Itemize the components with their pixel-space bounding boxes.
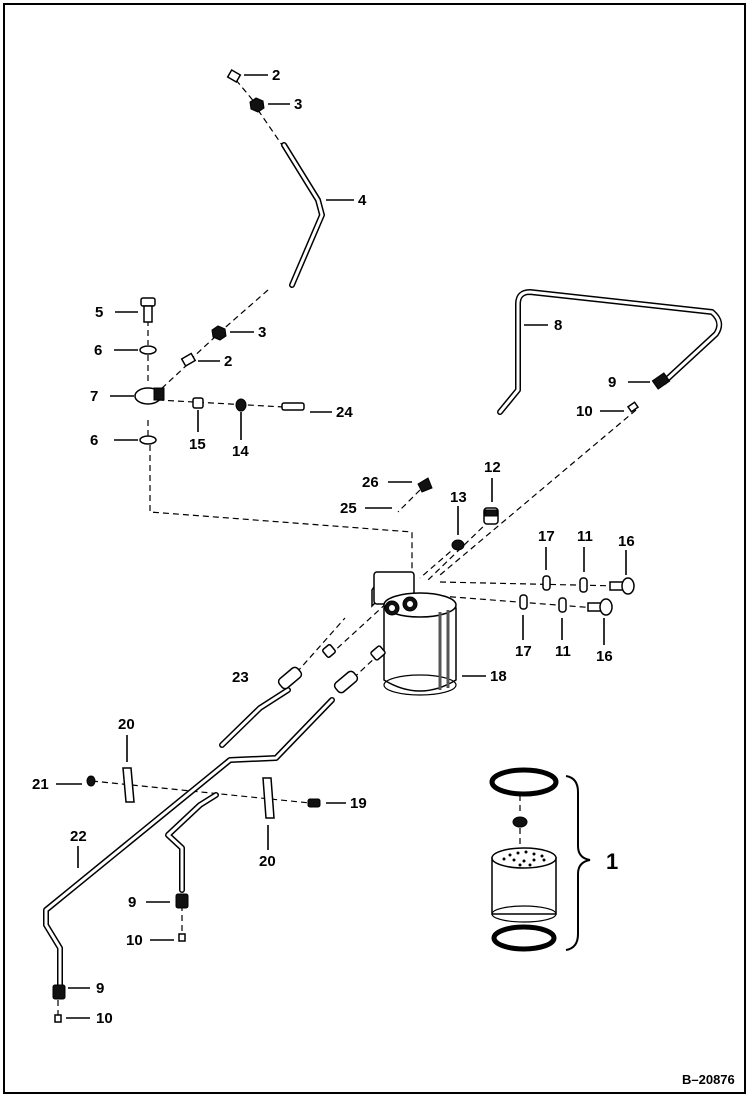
washer-part-6-bottom	[139, 435, 157, 445]
seal-ring-top	[489, 767, 559, 797]
clamp-part-20-left	[122, 767, 135, 803]
filter-element-kit-part-1	[489, 767, 591, 952]
washer-part-17-upper	[542, 575, 551, 591]
callout-20-right: 20	[259, 853, 276, 870]
filter-element	[491, 847, 557, 923]
sleeve-part-2-middle	[180, 352, 197, 367]
callout-6-bottom: 6	[90, 432, 98, 449]
callout-11-upper: 11	[577, 528, 593, 545]
callout-14: 14	[232, 443, 249, 460]
callout-19: 19	[350, 795, 367, 812]
seal-small	[512, 816, 528, 828]
callout-3-middle: 3	[258, 324, 266, 341]
callout-9-middle: 9	[128, 894, 136, 911]
callout-10-middle: 10	[126, 932, 143, 949]
tube-part-24	[281, 402, 305, 411]
callout-26: 26	[362, 474, 379, 491]
banjo-fitting-part-7	[134, 387, 165, 405]
callout-10-bottom: 10	[96, 1010, 113, 1027]
callout-17-upper: 17	[538, 528, 555, 545]
washer-part-6-top	[139, 345, 157, 355]
sleeve-near-filter-a	[322, 644, 336, 658]
callout-12: 12	[484, 459, 501, 476]
sleeve-part-15	[192, 397, 204, 409]
fitting-part-9-top	[651, 372, 671, 390]
seal-ring-bottom	[491, 924, 557, 952]
callout-24: 24	[336, 404, 353, 421]
callout-22: 22	[70, 828, 87, 845]
callout-25: 25	[340, 500, 357, 517]
callout-21: 21	[32, 776, 49, 793]
sleeve-part-10-top	[626, 401, 640, 413]
sleeve-near-filter-b	[370, 645, 386, 661]
leader-lines	[56, 74, 650, 1019]
sleeve-part-10-middle	[178, 933, 186, 942]
clamp-part-20-right	[262, 777, 275, 819]
callout-20-left: 20	[118, 716, 135, 733]
callout-11-lower: 11	[555, 643, 571, 660]
callout-8: 8	[554, 317, 562, 334]
callout-9-bottom: 9	[96, 980, 104, 997]
callout-15: 15	[189, 436, 206, 453]
sleeve-part-2-top	[226, 69, 242, 83]
fitting-part-9-bottom	[52, 984, 66, 1000]
washer-part-17-lower	[519, 594, 528, 610]
callout-16-lower: 16	[596, 648, 613, 665]
sleeve-part-10-bottom	[54, 1014, 62, 1023]
callout-2-middle: 2	[224, 353, 232, 370]
washer-part-11-upper	[579, 577, 588, 593]
callout-5: 5	[95, 304, 103, 321]
callout-6-top: 6	[94, 342, 102, 359]
bolt-part-16-upper	[609, 577, 635, 595]
figure-reference: B–20876	[682, 1072, 735, 1087]
callout-16-upper: 16	[618, 533, 635, 550]
callout-13: 13	[450, 489, 467, 506]
nut-part-3-top	[249, 97, 265, 113]
fitting-near-filter-b	[333, 670, 359, 694]
fuel-line-23	[165, 687, 291, 893]
assembly-dashed-lines	[57, 79, 637, 1015]
diagram-border	[3, 3, 746, 1094]
washer-part-13	[451, 539, 465, 551]
fuel-line-4	[281, 142, 325, 288]
callout-2-top: 2	[272, 67, 280, 84]
nut-part-14	[235, 398, 247, 412]
callout-18: 18	[490, 668, 507, 685]
callout-4: 4	[358, 192, 367, 209]
callout-7: 7	[90, 388, 98, 405]
screw-part-26	[417, 477, 433, 493]
nut-part-3-middle	[211, 325, 227, 341]
fuel-line-22	[43, 697, 335, 991]
fitting-part-9-middle	[175, 893, 189, 909]
callout-17-lower: 17	[515, 643, 532, 660]
fuel-filter-assembly-part-18	[371, 571, 457, 696]
callout-labels: 2 3 4 5 6 3 2 7 6 15 14 24 8 9 10 26 25 …	[32, 67, 635, 1027]
bolt-part-12	[483, 507, 499, 525]
bolt-part-5	[140, 297, 156, 323]
washer-part-11-lower	[558, 597, 567, 613]
screw-part-19	[307, 798, 321, 808]
callout-1: 1	[606, 849, 618, 874]
fuel-line-8	[497, 289, 723, 415]
callout-9-top: 9	[608, 374, 616, 391]
callout-10-top: 10	[576, 403, 593, 420]
callout-23: 23	[232, 669, 249, 686]
kit-bracket	[565, 775, 591, 951]
bolt-part-16-lower	[587, 598, 613, 616]
fitting-near-filter-a	[277, 666, 303, 690]
callout-3-top: 3	[294, 96, 302, 113]
nut-part-21	[86, 775, 96, 787]
